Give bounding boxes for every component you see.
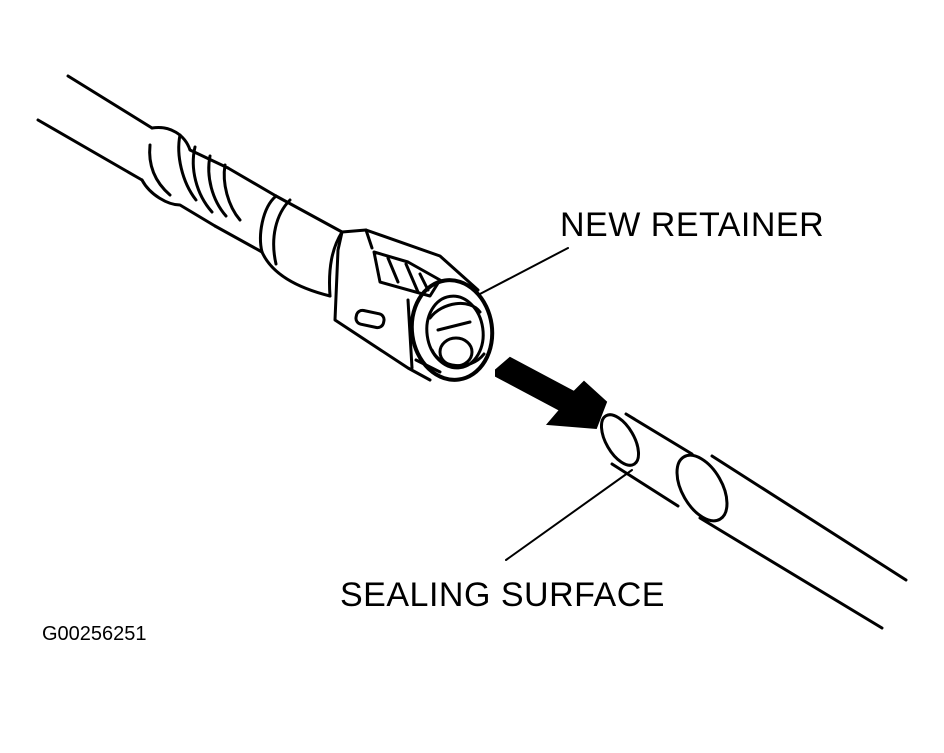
direction-arrow: [495, 356, 608, 430]
connector-collar: [260, 194, 344, 298]
hose-end: [140, 125, 278, 254]
fuel-tube-right: [599, 412, 908, 630]
label-sealing-surface: SEALING SURFACE: [340, 576, 665, 614]
fuel-tube-left: [36, 74, 154, 182]
leader-line-sealing-surface: [505, 469, 633, 561]
leader-line-new-retainer: [477, 247, 569, 296]
figure-id: G00256251: [42, 623, 147, 645]
label-new-retainer: NEW RETAINER: [560, 206, 825, 244]
retainer-ring: [409, 278, 495, 382]
